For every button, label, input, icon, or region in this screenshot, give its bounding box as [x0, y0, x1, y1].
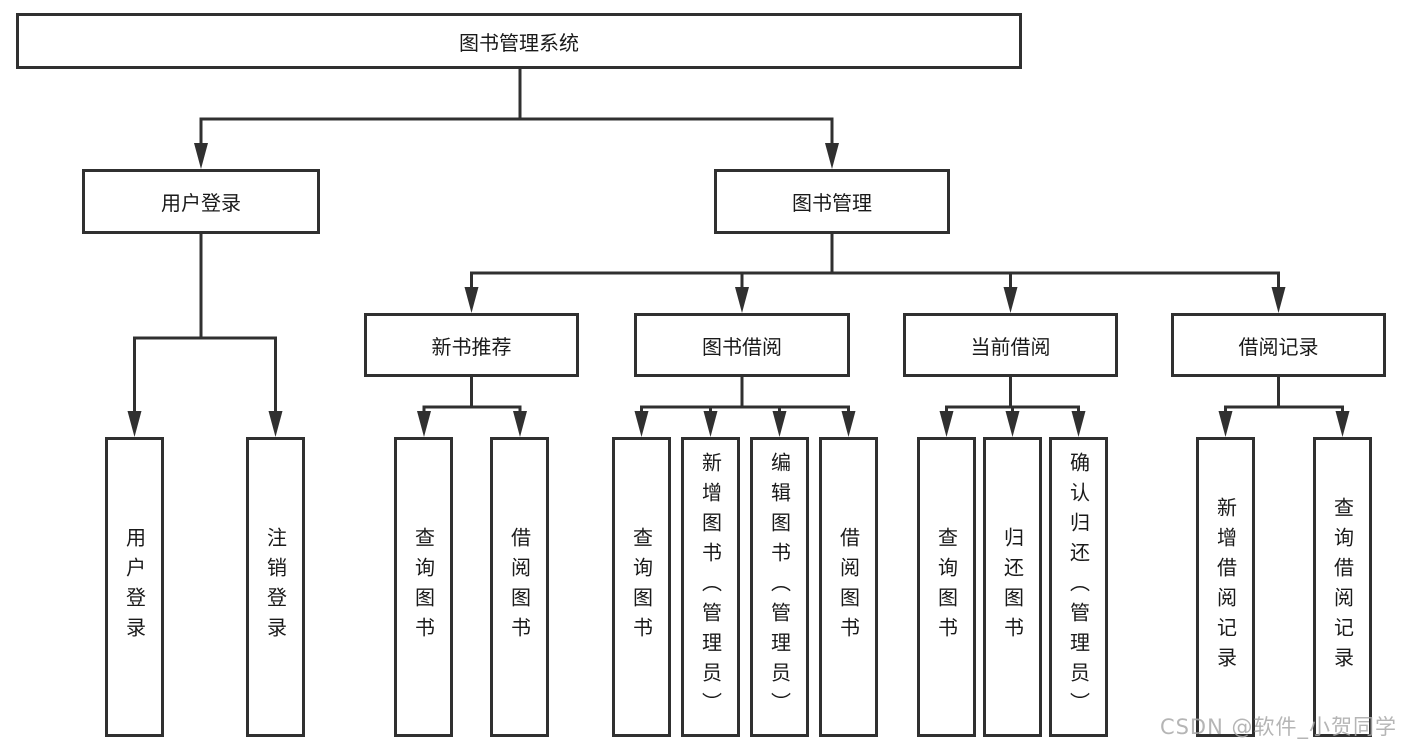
leaf-borrow-books-1-label: 借阅图书 [507, 527, 532, 647]
node-book-borrowing: 图书借阅 [634, 313, 850, 377]
leaf-edit-book-admin-label: 编辑图书（管理员） [767, 452, 792, 722]
node-book-management: 图书管理 [714, 169, 950, 234]
leaf-user-login-label: 用户登录 [122, 527, 147, 647]
node-current-borrowing: 当前借阅 [903, 313, 1118, 377]
node-borrowing-records-label: 借阅记录 [1238, 334, 1319, 359]
leaf-add-book-admin: 新增图书（管理员） [681, 437, 740, 737]
leaf-confirm-return-admin-label: 确认归还（管理员） [1066, 452, 1091, 722]
leaf-add-borrow-record: 新增借阅记录 [1196, 437, 1255, 737]
leaf-query-borrow-record-label: 查询借阅记录 [1330, 497, 1355, 677]
leaf-borrow-books-1: 借阅图书 [490, 437, 549, 737]
node-root: 图书管理系统 [16, 13, 1022, 69]
node-book-borrowing-label: 图书借阅 [702, 334, 782, 359]
leaf-borrow-books-2: 借阅图书 [819, 437, 878, 737]
node-book-management-label: 图书管理 [792, 191, 872, 215]
leaf-query-books-3: 查询图书 [917, 437, 976, 737]
node-borrowing-records: 借阅记录 [1171, 313, 1386, 377]
leaf-logout: 注销登录 [246, 437, 305, 737]
leaf-logout-label: 注销登录 [263, 527, 288, 647]
leaf-query-books-1-label: 查询图书 [411, 527, 436, 647]
leaf-query-books-2: 查询图书 [612, 437, 671, 737]
leaf-query-books-2-label: 查询图书 [629, 527, 654, 647]
leaf-edit-book-admin: 编辑图书（管理员） [750, 437, 809, 737]
leaf-borrow-books-2-label: 借阅图书 [836, 527, 861, 647]
node-current-borrowing-label: 当前借阅 [970, 334, 1051, 359]
leaf-return-book: 归还图书 [983, 437, 1042, 737]
node-new-book-recommend: 新书推荐 [364, 313, 579, 377]
node-root-label: 图书管理系统 [459, 30, 579, 55]
leaf-query-books-1: 查询图书 [394, 437, 453, 737]
node-user-login-label: 用户登录 [161, 191, 241, 215]
leaf-query-books-3-label: 查询图书 [934, 527, 959, 647]
leaf-query-borrow-record: 查询借阅记录 [1313, 437, 1372, 737]
leaf-add-borrow-record-label: 新增借阅记录 [1213, 497, 1238, 677]
leaf-confirm-return-admin: 确认归还（管理员） [1049, 437, 1108, 737]
leaf-return-book-label: 归还图书 [1000, 527, 1025, 647]
node-new-book-recommend-label: 新书推荐 [431, 334, 512, 359]
leaf-add-book-admin-label: 新增图书（管理员） [698, 452, 723, 722]
node-user-login: 用户登录 [82, 169, 320, 234]
leaf-user-login: 用户登录 [105, 437, 164, 737]
